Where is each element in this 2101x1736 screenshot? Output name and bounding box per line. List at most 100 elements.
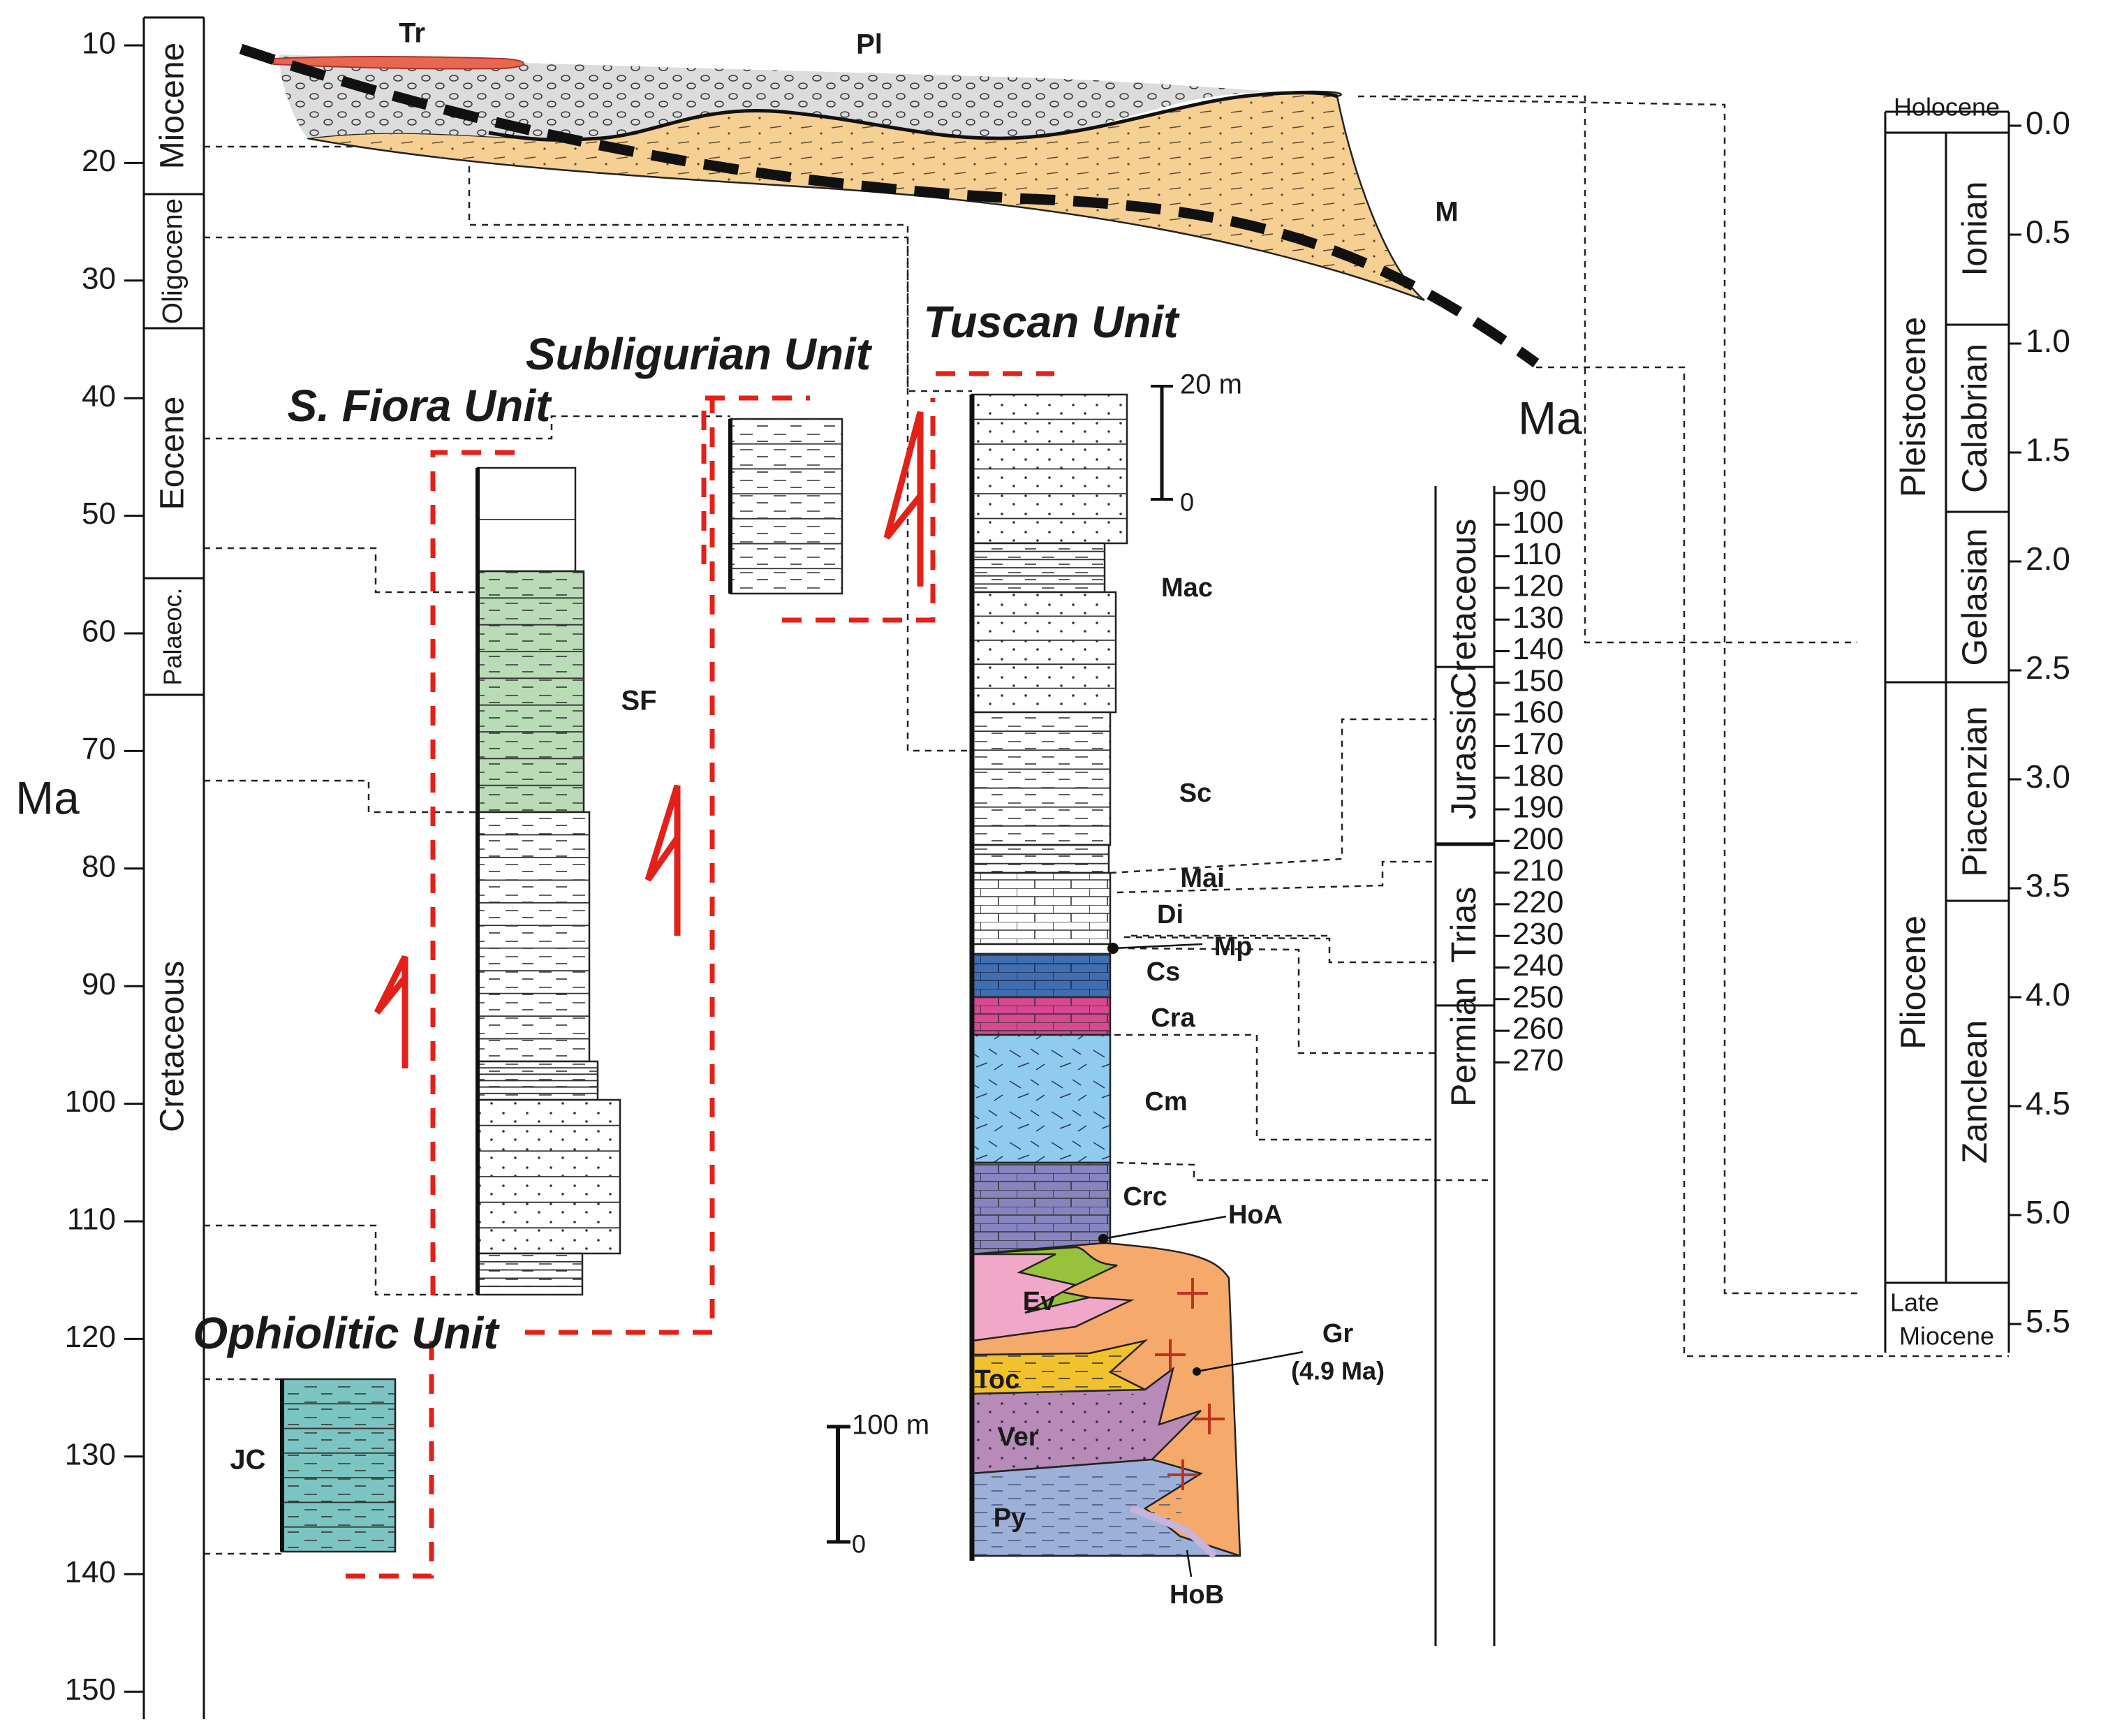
sc-formation-pattern	[972, 712, 1110, 845]
mp-leader	[1112, 943, 1203, 950]
right-tick-label: 2.0	[2026, 540, 2070, 577]
middle-time-scale: 9010011012013014015016017018019020021022…	[1434, 392, 1582, 1646]
left-epoch-label: Miocene	[154, 43, 191, 169]
hoa-leader	[1103, 1215, 1227, 1240]
middle-tick-label: 90	[1512, 474, 1547, 508]
right-tick-label: 0.5	[2026, 214, 2070, 250]
sc-label: Sc	[1179, 779, 1211, 808]
correlation-dashed-line	[204, 415, 730, 440]
m-label: M	[1435, 197, 1458, 228]
small-scale-top-label: 20 m	[1180, 369, 1242, 400]
middle-tick-label: 230	[1512, 917, 1563, 951]
tr-unit-body	[273, 56, 524, 70]
right-tick-label: 4.0	[2026, 976, 2070, 1013]
hoa-label: HoA	[1228, 1200, 1283, 1230]
right-tick-label: 3.5	[2026, 867, 2070, 904]
left-tick-label: 150	[65, 1672, 116, 1707]
jc-formation-pattern	[282, 1379, 395, 1552]
left-tick-label: 40	[82, 379, 116, 413]
sfiora-box-left	[430, 450, 520, 1295]
large-scale-bottom-label: 0	[852, 1530, 866, 1559]
left-tick-label: 80	[82, 849, 116, 883]
small-scale-bottom-label: 0	[1180, 488, 1194, 517]
right-stage-label: Zanclean	[1955, 1020, 1994, 1164]
gr-age-label: (4.9 Ma)	[1291, 1357, 1385, 1385]
miocene-label: Miocene	[1899, 1322, 1994, 1351]
right-tick-label: 1.0	[2026, 323, 2070, 359]
sf-label: SF	[621, 686, 656, 716]
left-tick-label: 130	[65, 1437, 116, 1471]
middle-tick-label: 250	[1512, 980, 1563, 1014]
middle-tick-label: 270	[1512, 1043, 1563, 1077]
middle-period-label: Cretaceous	[1444, 519, 1483, 698]
fault-arrow-3	[883, 411, 924, 587]
correlation-dashed-line	[204, 236, 972, 752]
hob-lavender-band	[1130, 1505, 1218, 1559]
correlation-dashed-line	[204, 547, 478, 594]
correlation-lines	[204, 95, 2009, 1555]
middle-tick-label: 200	[1512, 822, 1563, 856]
hoa-point	[1098, 1234, 1108, 1244]
di-label: Di	[1157, 900, 1184, 929]
toc-label: Toc	[975, 1365, 1020, 1395]
ver-pattern	[972, 1394, 1153, 1471]
right-stage-label: Ionian	[1955, 181, 1994, 276]
right-stage-label: Gelasian	[1955, 528, 1994, 665]
subligurian-unit	[701, 395, 936, 623]
correlation-dashed-line	[1389, 98, 1857, 1295]
sfiora-box-right	[525, 397, 715, 1335]
correlation-dashed-line	[1128, 947, 1436, 1054]
right-time-scale: 0.00.51.01.52.02.53.03.54.04.55.05.5Holo…	[1884, 93, 2070, 1353]
mp-point	[1107, 943, 1119, 954]
middle-tick-label: 170	[1512, 727, 1563, 761]
middle-tick-label: 190	[1512, 790, 1563, 825]
pl-unit-pattern	[279, 54, 1337, 140]
hob-leader	[1186, 1550, 1193, 1577]
middle-period-label: Jurassic	[1444, 691, 1483, 819]
ophiolitic-title: Ophiolitic Unit	[193, 1308, 500, 1358]
middle-period-label: Trias	[1444, 887, 1483, 963]
subligurian-box-right	[782, 398, 936, 623]
correlation-dashed-line	[1116, 860, 1436, 894]
pl-label: Pl	[856, 29, 883, 60]
subligurian-box-left	[701, 395, 810, 564]
toc-pattern	[972, 1355, 1126, 1394]
hob-label: HoB	[1170, 1580, 1224, 1610]
correlation-dashed-line	[1110, 718, 1436, 874]
middle-tick-label: 100	[1512, 506, 1563, 540]
pliocene-label: Pliocene	[1894, 915, 1933, 1050]
correlation-dashed-line	[1358, 95, 1857, 644]
gr-label: Gr	[1322, 1319, 1354, 1348]
cm-formation-pattern	[972, 1035, 1110, 1163]
right-tick-label: 5.0	[2026, 1194, 2070, 1230]
left-tick-label: 90	[82, 967, 116, 1001]
crc-formation-pattern	[972, 1163, 1110, 1254]
subligurian-strata-pattern	[730, 419, 842, 594]
mai-formation-pattern	[972, 845, 1109, 873]
ev-formation	[971, 1253, 1135, 1342]
left-axis-title: Ma	[15, 772, 80, 823]
ver-label: Ver	[997, 1422, 1038, 1452]
correlation-dashed-line	[204, 145, 972, 392]
correlation-dashed-line	[1116, 1161, 1494, 1182]
left-tick-label: 20	[82, 144, 116, 178]
right-tick-label: 2.5	[2026, 649, 2070, 686]
middle-tick-label: 140	[1512, 632, 1563, 666]
right-stage-label: Piacenzian	[1955, 706, 1994, 877]
gr-point	[1193, 1367, 1201, 1376]
mp-label: Mp	[1214, 932, 1253, 962]
sfiora-unit	[374, 397, 715, 1335]
mac-label: Mac	[1161, 573, 1213, 603]
top-basin-fill	[239, 43, 1540, 368]
holocene-label: Holocene	[1894, 93, 2000, 122]
left-tick-label: 60	[82, 615, 116, 649]
middle-tick-label: 160	[1512, 696, 1563, 730]
correlation-dashed-line	[1114, 1033, 1436, 1141]
left-tick-label: 140	[65, 1555, 116, 1589]
tuscan-unit	[936, 371, 1241, 1561]
left-tick-label: 10	[82, 27, 116, 61]
pleistocene-label: Pleistocene	[1894, 317, 1933, 498]
right-tick-label: 1.5	[2026, 432, 2070, 468]
